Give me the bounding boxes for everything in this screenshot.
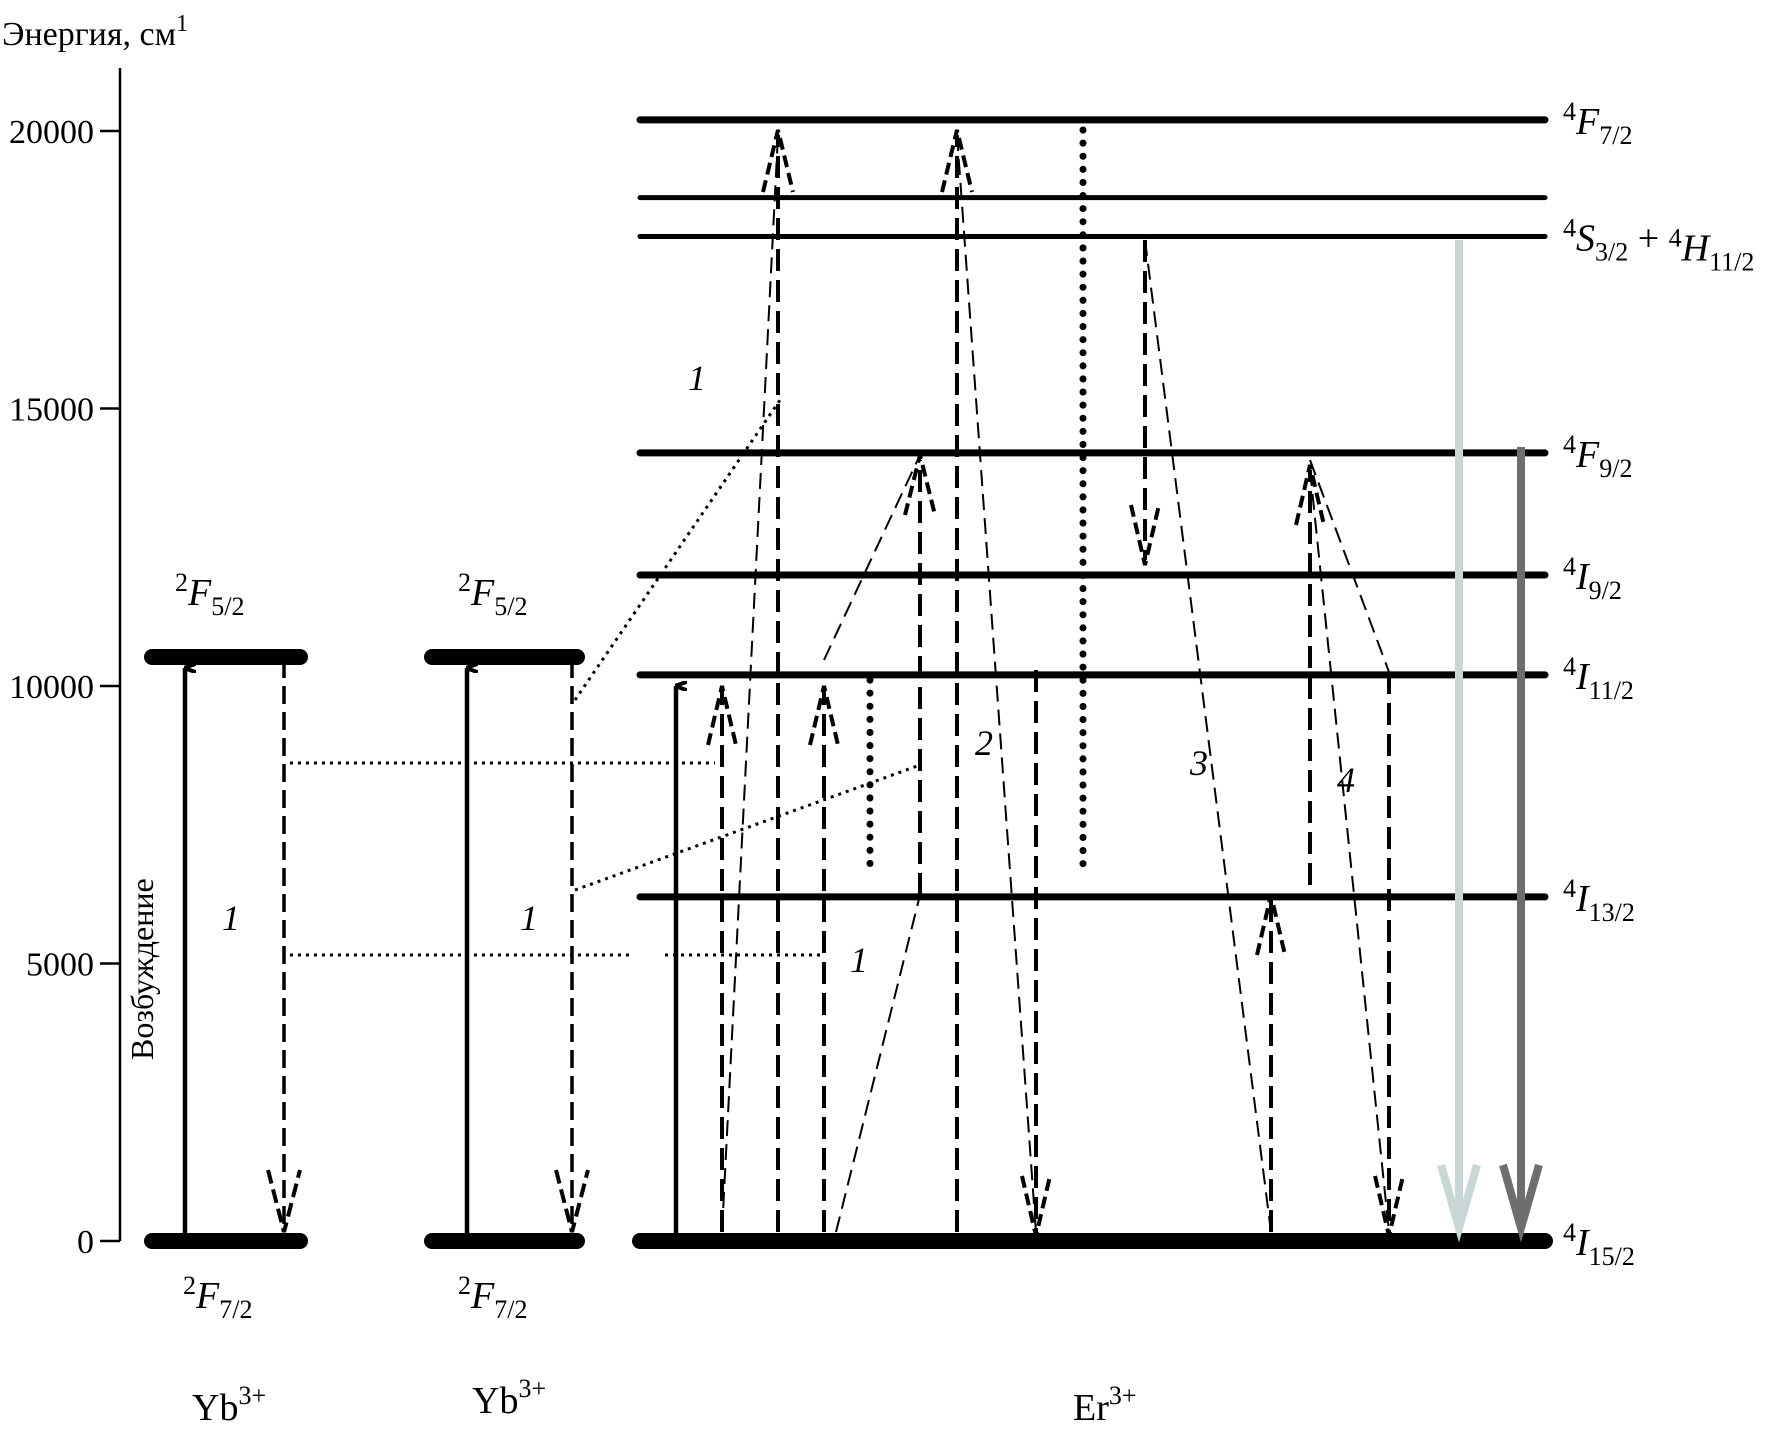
yb2-relaxation-arrowhead — [554, 1169, 590, 1233]
yb-level-labels: 2F5/2 2F5/2 2F7/2 2F7/2 — [175, 568, 527, 1324]
er-level-label-4F92: 4F9/2 — [1563, 430, 1632, 483]
yb1-upper-label: 2F5/2 — [175, 568, 244, 621]
green-emission-arrowhead — [1437, 1163, 1481, 1243]
process-labels: 1 1 1 1 2 3 4 — [222, 358, 1355, 980]
ion-label-er: Er3+ — [1073, 1381, 1137, 1429]
transfer-yb2-er-10000 — [573, 399, 782, 701]
ion-label-yb-2: Yb3+ — [472, 1374, 546, 1422]
transfer-yb2-er-7000 — [574, 763, 921, 892]
arrowhead-esa-4 — [1294, 464, 1326, 526]
axis-title-sup: 1 — [176, 11, 188, 37]
axis-tick-label-5000: 5000 — [26, 947, 94, 984]
process-label-3: 3 — [1189, 743, 1208, 783]
process-label-4: 4 — [1337, 760, 1355, 800]
er-level-label-4F72: 4F7/2 — [1563, 97, 1632, 150]
yb2-upper-label: 2F5/2 — [458, 568, 527, 621]
axis-tick-label-20000: 20000 — [9, 114, 94, 151]
axis-tick-label-10000: 10000 — [9, 669, 94, 706]
red-emission-arrowhead — [1499, 1163, 1543, 1243]
cr-line-3 — [835, 894, 921, 1233]
er-transitions — [673, 126, 1543, 1243]
cr-line-4 — [956, 134, 1037, 1233]
arrowhead-esa-2a — [808, 685, 840, 746]
process-label-1-er-low: 1 — [850, 940, 868, 980]
arrowhead-down-1 — [1020, 1175, 1052, 1237]
er-level-label-4I112: 4I11/2 — [1563, 652, 1634, 705]
er-level-label-4S32_4H112b: 4S3/2 + 4H11/2 — [1563, 213, 1754, 276]
process-label-2: 2 — [975, 723, 993, 763]
dashed-arrowheads — [706, 129, 1405, 1237]
yb1-relaxation-arrowhead — [266, 1169, 302, 1233]
arrowhead-esa-1a — [706, 685, 738, 746]
er-levels — [632, 116, 1553, 1249]
axis-tick-label-0: 0 — [77, 1224, 94, 1261]
yb2-lower-label: 2F7/2 — [458, 1271, 527, 1324]
arrowhead-down-2 — [1129, 504, 1161, 566]
arrowhead-esa-2c — [940, 129, 974, 193]
er-level-label-4I132: 4I13/2 — [1563, 874, 1635, 927]
process-label-1-yb2: 1 — [520, 898, 538, 938]
axis-ticks: 0 5000 10000 15000 20000 — [9, 114, 120, 1261]
cr-line-2 — [823, 454, 921, 661]
arrowhead-esa-3 — [1255, 894, 1287, 956]
energy-transfer-lines — [290, 399, 921, 957]
process-label-1-er-high: 1 — [688, 358, 706, 398]
cr-line-6 — [1309, 459, 1390, 673]
axis-title: Энергия, см1 — [2, 11, 188, 53]
cr-line-5 — [1144, 239, 1272, 1233]
energy-axis: 0 5000 10000 15000 20000 Энергия, см1 — [2, 11, 188, 1261]
er-level-label-4I152: 4I15/2 — [1563, 1218, 1635, 1271]
er-level-labels: 4F7/2 4S3/2 + 4H11/2 4F9/2 4I9/2 4I11/2 4I13/… — [1563, 97, 1754, 1271]
multiphonon-relaxation — [866, 126, 1087, 879]
er-level-label-4I92: 4I9/2 — [1563, 552, 1622, 605]
cross-relaxation-lines — [721, 134, 1390, 1233]
ion-label-yb-1: Yb3+ — [192, 1381, 266, 1429]
arrowhead-esa-1b — [761, 129, 795, 193]
ion-labels: Yb3+ Yb3+ Er3+ — [192, 1374, 1137, 1429]
emission-arrows — [1437, 240, 1543, 1243]
axis-tick-label-15000: 15000 — [9, 392, 94, 429]
excitation-label: Возбуждение — [124, 878, 160, 1060]
yb1-lower-label: 2F7/2 — [183, 1271, 252, 1324]
arrowhead-down-4 — [1373, 1175, 1405, 1237]
cr-line-7 — [1309, 469, 1390, 1233]
yb-ion-2 — [424, 649, 590, 1249]
yb-ion-1 — [144, 649, 308, 1249]
process-label-1-yb1: 1 — [222, 898, 240, 938]
cr-line-1 — [721, 134, 779, 1233]
